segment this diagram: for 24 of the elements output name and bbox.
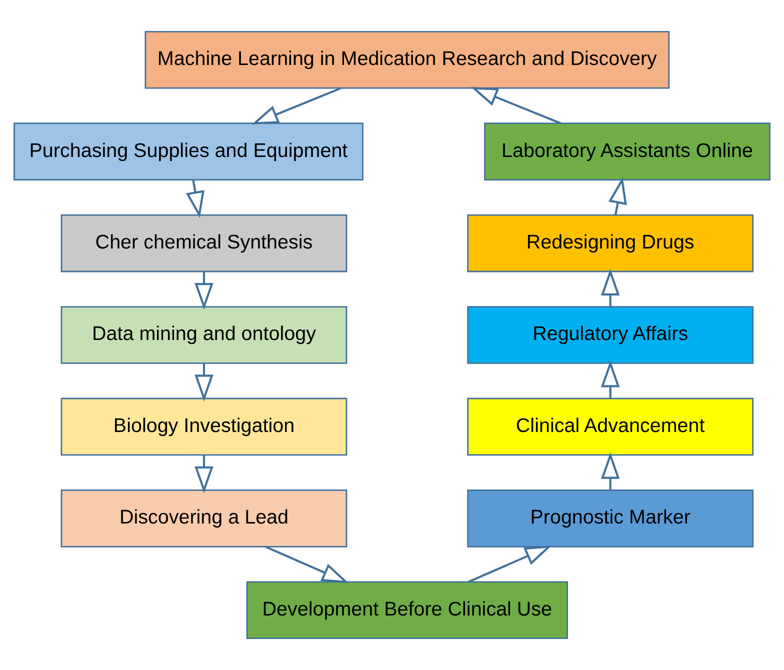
node-box: Prognostic Marker	[467, 490, 754, 548]
arrow	[265, 546, 349, 584]
arrow	[600, 452, 620, 490]
arrow	[470, 86, 562, 124]
node-box: Discovering a Lead	[60, 490, 348, 548]
node-box: Redesigning Drugs	[467, 214, 754, 272]
node-box: Laboratory Assistants Online	[484, 122, 770, 180]
arrow	[194, 364, 214, 402]
arrow	[252, 87, 342, 125]
node-box: Cher chemical Synthesis	[60, 214, 348, 272]
arrow	[600, 360, 620, 398]
node-box: Development Before Clinical Use	[246, 581, 568, 640]
arrow	[186, 180, 204, 218]
node-box: Purchasing Supplies and Equipment	[14, 122, 364, 180]
arrow	[608, 176, 627, 216]
node-box: Regulatory Affairs	[467, 306, 754, 364]
arrow	[468, 545, 552, 583]
node-box: Clinical Advancement	[467, 398, 754, 456]
node-box: Data mining and ontology	[60, 306, 348, 364]
node-box: Machine Learning in Medication Research and Discovery	[144, 30, 670, 89]
arrow	[194, 272, 214, 310]
node-box: Biology Investigation	[60, 398, 348, 456]
arrow	[194, 455, 214, 494]
arrow	[600, 268, 620, 307]
